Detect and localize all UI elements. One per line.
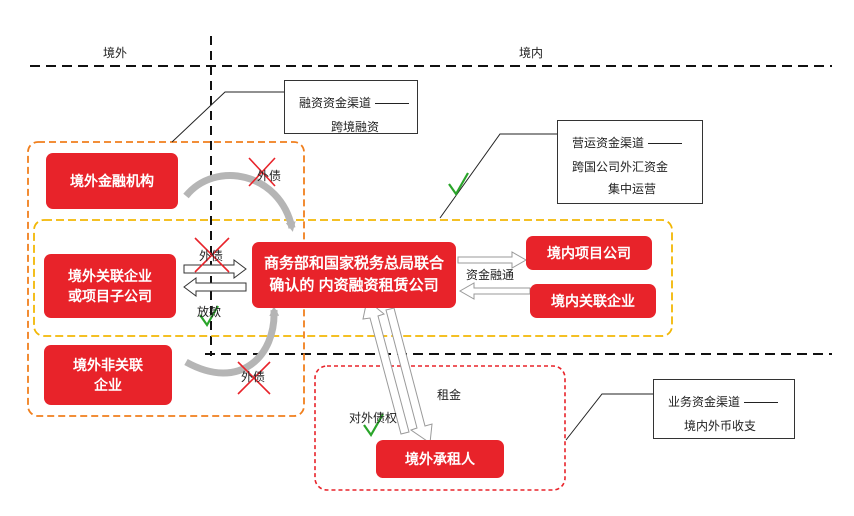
note-operating-body-2: 集中运营 xyxy=(608,182,657,196)
node-leasing-company-line1: 商务部和国家税务总局联合 xyxy=(263,255,444,272)
edge-label-lending: 放款 xyxy=(197,305,222,319)
curved-arrow-top xyxy=(183,172,296,232)
curved-arrow-bottom xyxy=(184,306,280,377)
callout-line-business xyxy=(565,393,653,441)
node-overseas-financial-institution: 境外金融机构 xyxy=(46,153,178,209)
edge-label-foreign-claim: 对外债权 xyxy=(349,411,398,425)
note-business-body: 境内外币收支 xyxy=(684,419,757,433)
region-label-domestic: 境内 xyxy=(519,46,544,60)
note-operating-channel: 营运资金渠道 跨国公司外汇资金 集中运营 xyxy=(557,120,703,204)
note-business-title: 业务资金渠道 xyxy=(668,395,741,409)
node-overseas-non-affiliate: 境外非关联 企业 xyxy=(44,345,172,405)
note-financing-channel: 融资资金渠道 跨境融资 xyxy=(284,80,418,134)
arrow-affiliate-to-center xyxy=(183,259,247,279)
region-label-overseas: 境外 xyxy=(103,46,128,60)
node-leasing-company: 商务部和国家税务总局联合 确认的 内资融资租赁公司 xyxy=(252,242,456,308)
cross-mark-top xyxy=(248,157,276,187)
node-leasing-company-line2: 确认的 内资融资租赁公司 xyxy=(269,277,439,294)
arrow-center-to-domestic-project xyxy=(457,251,528,269)
node-overseas-non-affiliate-line1: 境外非关联 xyxy=(73,357,143,373)
cross-mark-middle xyxy=(194,237,230,273)
arrow-domestic-affiliate-to-center xyxy=(458,282,531,300)
node-overseas-lessee-label: 境外承租人 xyxy=(405,451,475,467)
node-domestic-affiliate: 境内关联企业 xyxy=(530,284,656,318)
callout-line-operating xyxy=(439,133,557,219)
arrow-center-to-lessee xyxy=(385,307,433,444)
note-financing-title: 融资资金渠道 xyxy=(299,96,372,110)
arrow-center-to-affiliate xyxy=(183,277,247,297)
node-overseas-non-affiliate-line2: 企业 xyxy=(94,377,122,393)
edge-label-foreign-debt-top: 外债 xyxy=(257,169,282,183)
check-mark-operating xyxy=(448,172,469,197)
note-operating-body-1: 跨国公司外汇资金 xyxy=(572,160,669,174)
note-operating-title: 营运资金渠道 xyxy=(572,136,645,150)
node-overseas-financial-institution-label: 境外金融机构 xyxy=(70,173,154,189)
edge-label-foreign-debt-bottom: 外债 xyxy=(241,370,266,384)
node-domestic-affiliate-label: 境内关联企业 xyxy=(551,293,635,309)
check-mark-foreign-claim xyxy=(363,413,384,438)
node-overseas-affiliate-line1: 境外关联企业 xyxy=(68,268,152,284)
note-business-channel: 业务资金渠道 境内外币收支 xyxy=(653,379,795,439)
arrow-lessee-to-center xyxy=(362,299,410,435)
lessee-group-frame xyxy=(314,365,566,491)
node-overseas-affiliate-line2: 或项目子公司 xyxy=(68,288,152,304)
note-financing-body: 跨境融资 xyxy=(331,120,380,134)
edge-label-fund-financing: 资金融通 xyxy=(466,268,515,282)
node-domestic-project-company-label: 境内项目公司 xyxy=(547,245,631,261)
check-mark-lending xyxy=(199,305,219,328)
edge-label-rent: 租金 xyxy=(437,388,462,402)
edge-label-foreign-debt-middle: 外债 xyxy=(199,249,224,263)
node-overseas-lessee: 境外承租人 xyxy=(376,440,504,478)
cross-mark-bottom xyxy=(237,361,271,395)
node-domestic-project-company: 境内项目公司 xyxy=(526,236,652,270)
node-overseas-affiliate: 境外关联企业 或项目子公司 xyxy=(44,254,176,318)
callout-line-financing xyxy=(171,91,284,143)
